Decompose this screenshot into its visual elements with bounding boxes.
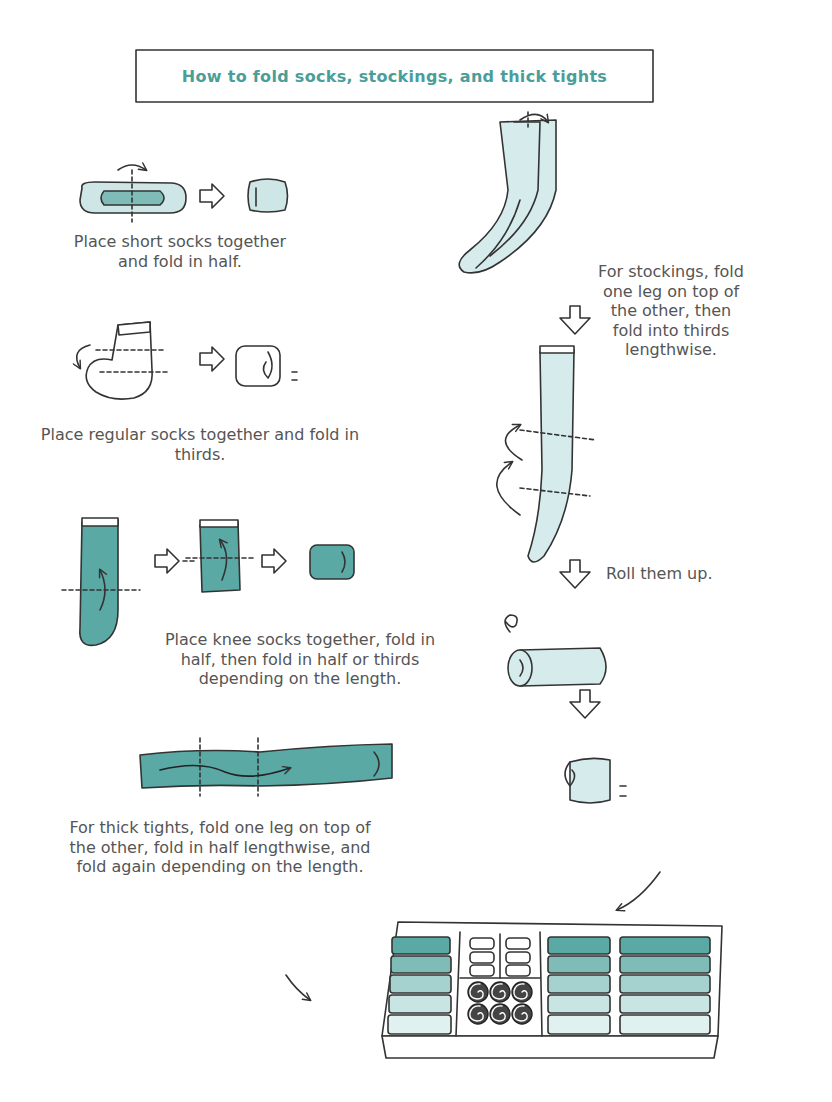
- rolled-stocking: [512, 1004, 532, 1024]
- drawer: [382, 922, 722, 1058]
- short-socks: [80, 165, 288, 222]
- instruction-text: Roll them up.: [606, 564, 766, 584]
- title-banner: [136, 50, 653, 102]
- spiral: [514, 1006, 527, 1021]
- spiral: [492, 984, 505, 999]
- knee-socks: [62, 518, 354, 645]
- rolled-stocking: [468, 1004, 488, 1024]
- stockings: [459, 112, 626, 803]
- spiral: [470, 984, 483, 999]
- rolled-stocking: [468, 982, 488, 1002]
- spiral: [514, 984, 527, 999]
- rolled-stocking: [490, 1004, 510, 1024]
- instruction-text: For thick tights, fold one leg on top of…: [60, 818, 380, 877]
- rolled-stocking: [512, 982, 532, 1002]
- instruction-text: For stockings, fold one leg on top of th…: [596, 262, 746, 360]
- instruction-text: Place knee socks together, fold in half,…: [150, 630, 450, 689]
- spiral: [470, 1006, 483, 1021]
- pointer-arrow: [286, 975, 310, 1000]
- thick-tights: [140, 738, 392, 796]
- title: How to fold socks, stockings, and thick …: [140, 67, 649, 86]
- pointer-arrow: [617, 872, 660, 910]
- instruction-text: Place regular socks together and fold in…: [40, 425, 360, 464]
- rolled-stocking: [490, 982, 510, 1002]
- instruction-text: Place short socks together and fold in h…: [60, 232, 300, 271]
- regular-socks: [77, 322, 297, 399]
- spiral: [492, 1006, 505, 1021]
